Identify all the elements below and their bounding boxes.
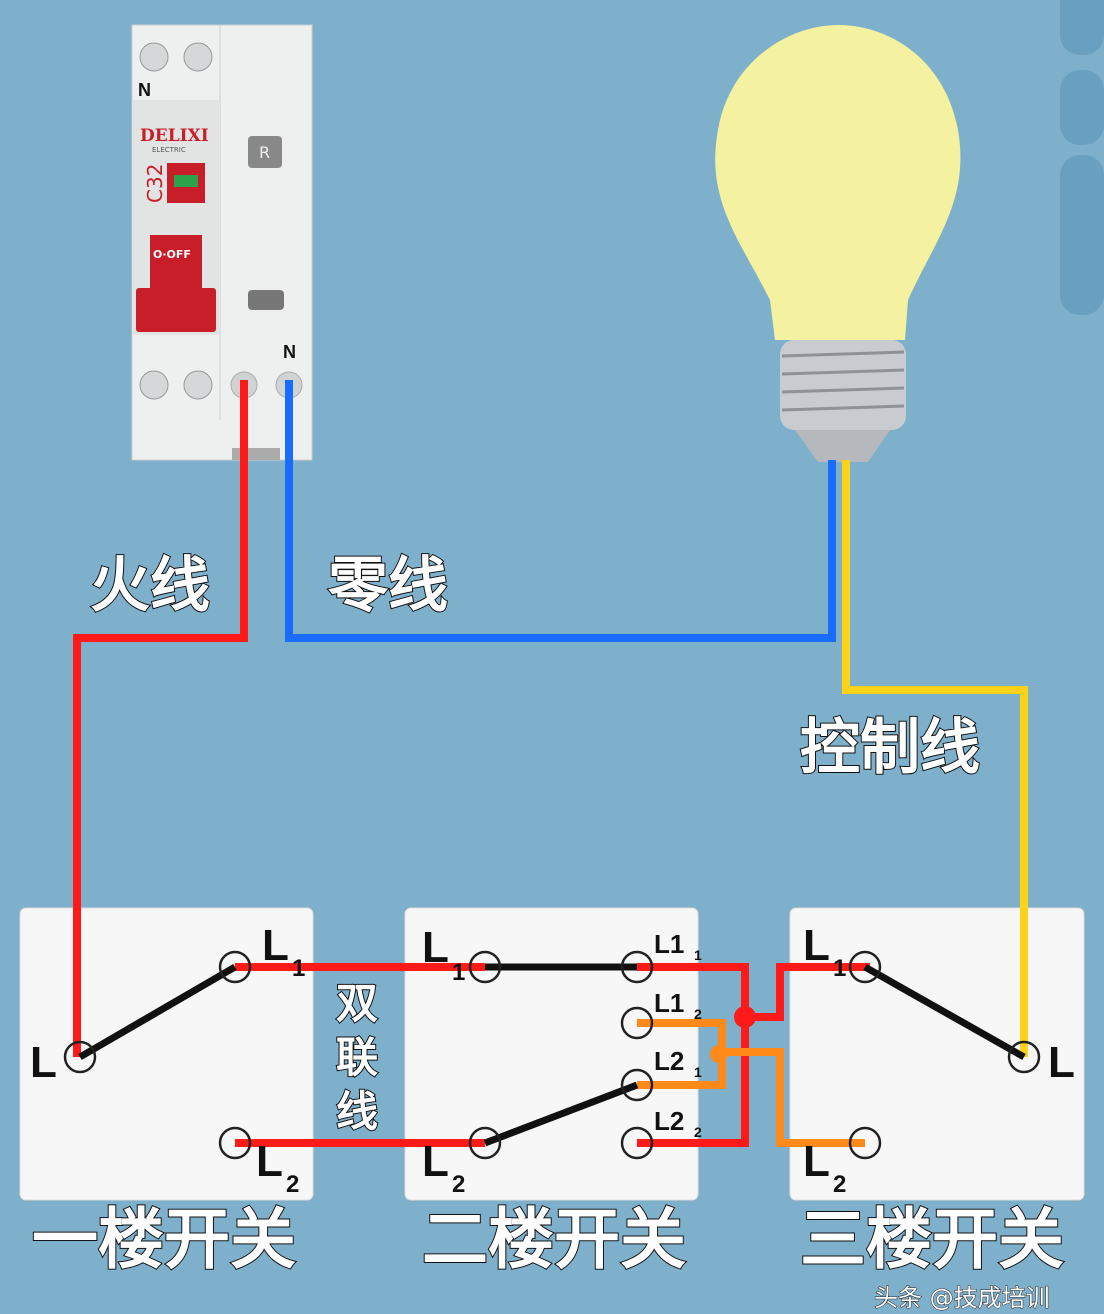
rating-label: C32 <box>143 164 167 203</box>
screw-icon <box>139 370 169 400</box>
breaker-handle[interactable] <box>150 235 202 295</box>
sub: 2 <box>694 1006 702 1022</box>
s2-l2-label: L <box>422 1137 449 1186</box>
screw-icon <box>139 42 169 72</box>
s1-common-label: L <box>30 1038 57 1087</box>
sub: 1 <box>694 947 702 963</box>
s3-common-label: L <box>1048 1038 1075 1087</box>
control-wire-label: 控制线 <box>800 713 980 783</box>
screw-icon <box>183 42 213 72</box>
screw-icon <box>183 370 213 400</box>
sub: 1 <box>833 955 846 982</box>
sub: 2 <box>452 1171 465 1198</box>
terminals <box>63 950 1041 1160</box>
s2-l2-2-label: L2 <box>654 1106 684 1136</box>
sub: 1 <box>452 959 465 986</box>
switch-1-name: 一楼开关 <box>32 1201 296 1278</box>
sub: 1 <box>694 1064 702 1080</box>
neutral-wire-label: 零线 <box>328 551 448 621</box>
neutral-wire <box>285 380 836 642</box>
side-tabs <box>1060 0 1104 315</box>
circuit-breaker: N N DELIXI ELECTRIC C32 O·OFF R <box>131 24 313 461</box>
light-bulb <box>715 25 961 462</box>
handle-text: O·OFF <box>153 248 191 261</box>
s2-l1-2-label: L1 <box>654 988 684 1018</box>
junction-dot <box>710 1045 728 1063</box>
double-link-label-3: 线 <box>336 1087 378 1136</box>
reset-button[interactable] <box>248 290 284 310</box>
s2-l1-label: L <box>422 923 449 972</box>
live-wire <box>73 380 248 1057</box>
junction-dot <box>734 1006 756 1028</box>
s1-l2-label: L <box>256 1137 283 1186</box>
brand-sub: ELECTRIC <box>152 146 186 154</box>
cross-orange-out <box>718 1048 865 1147</box>
s2-l1-1-label: L1 <box>654 929 684 959</box>
s3-l1-label: L <box>803 921 830 970</box>
s1-l1-label: L <box>262 921 289 970</box>
breaker-n-top: N <box>138 80 151 100</box>
sub: 1 <box>292 955 305 982</box>
switch-3-name: 三楼开关 <box>800 1201 1064 1278</box>
double-link-label-2: 联 <box>336 1033 378 1082</box>
switch-contacts <box>78 963 1026 1147</box>
control-wire <box>842 460 1028 1057</box>
brand-logo: DELIXI <box>140 126 209 146</box>
live-wire-label: 火线 <box>90 551 210 621</box>
sub: 2 <box>833 1171 846 1198</box>
test-button-label: R <box>259 143 270 162</box>
breaker-n-bottom: N <box>283 342 296 362</box>
test-button[interactable] <box>248 136 282 168</box>
cross-red-out <box>745 963 870 1021</box>
sub: 2 <box>286 1171 299 1198</box>
switch-2-name: 二楼开关 <box>422 1201 686 1278</box>
double-link-label-1: 双 <box>336 979 378 1028</box>
s3-l2-label: L <box>803 1137 830 1186</box>
watermark: 头条 @技成培训 <box>874 1284 1050 1312</box>
sub: 2 <box>694 1124 702 1140</box>
s2-l2-1-label: L2 <box>654 1046 684 1076</box>
